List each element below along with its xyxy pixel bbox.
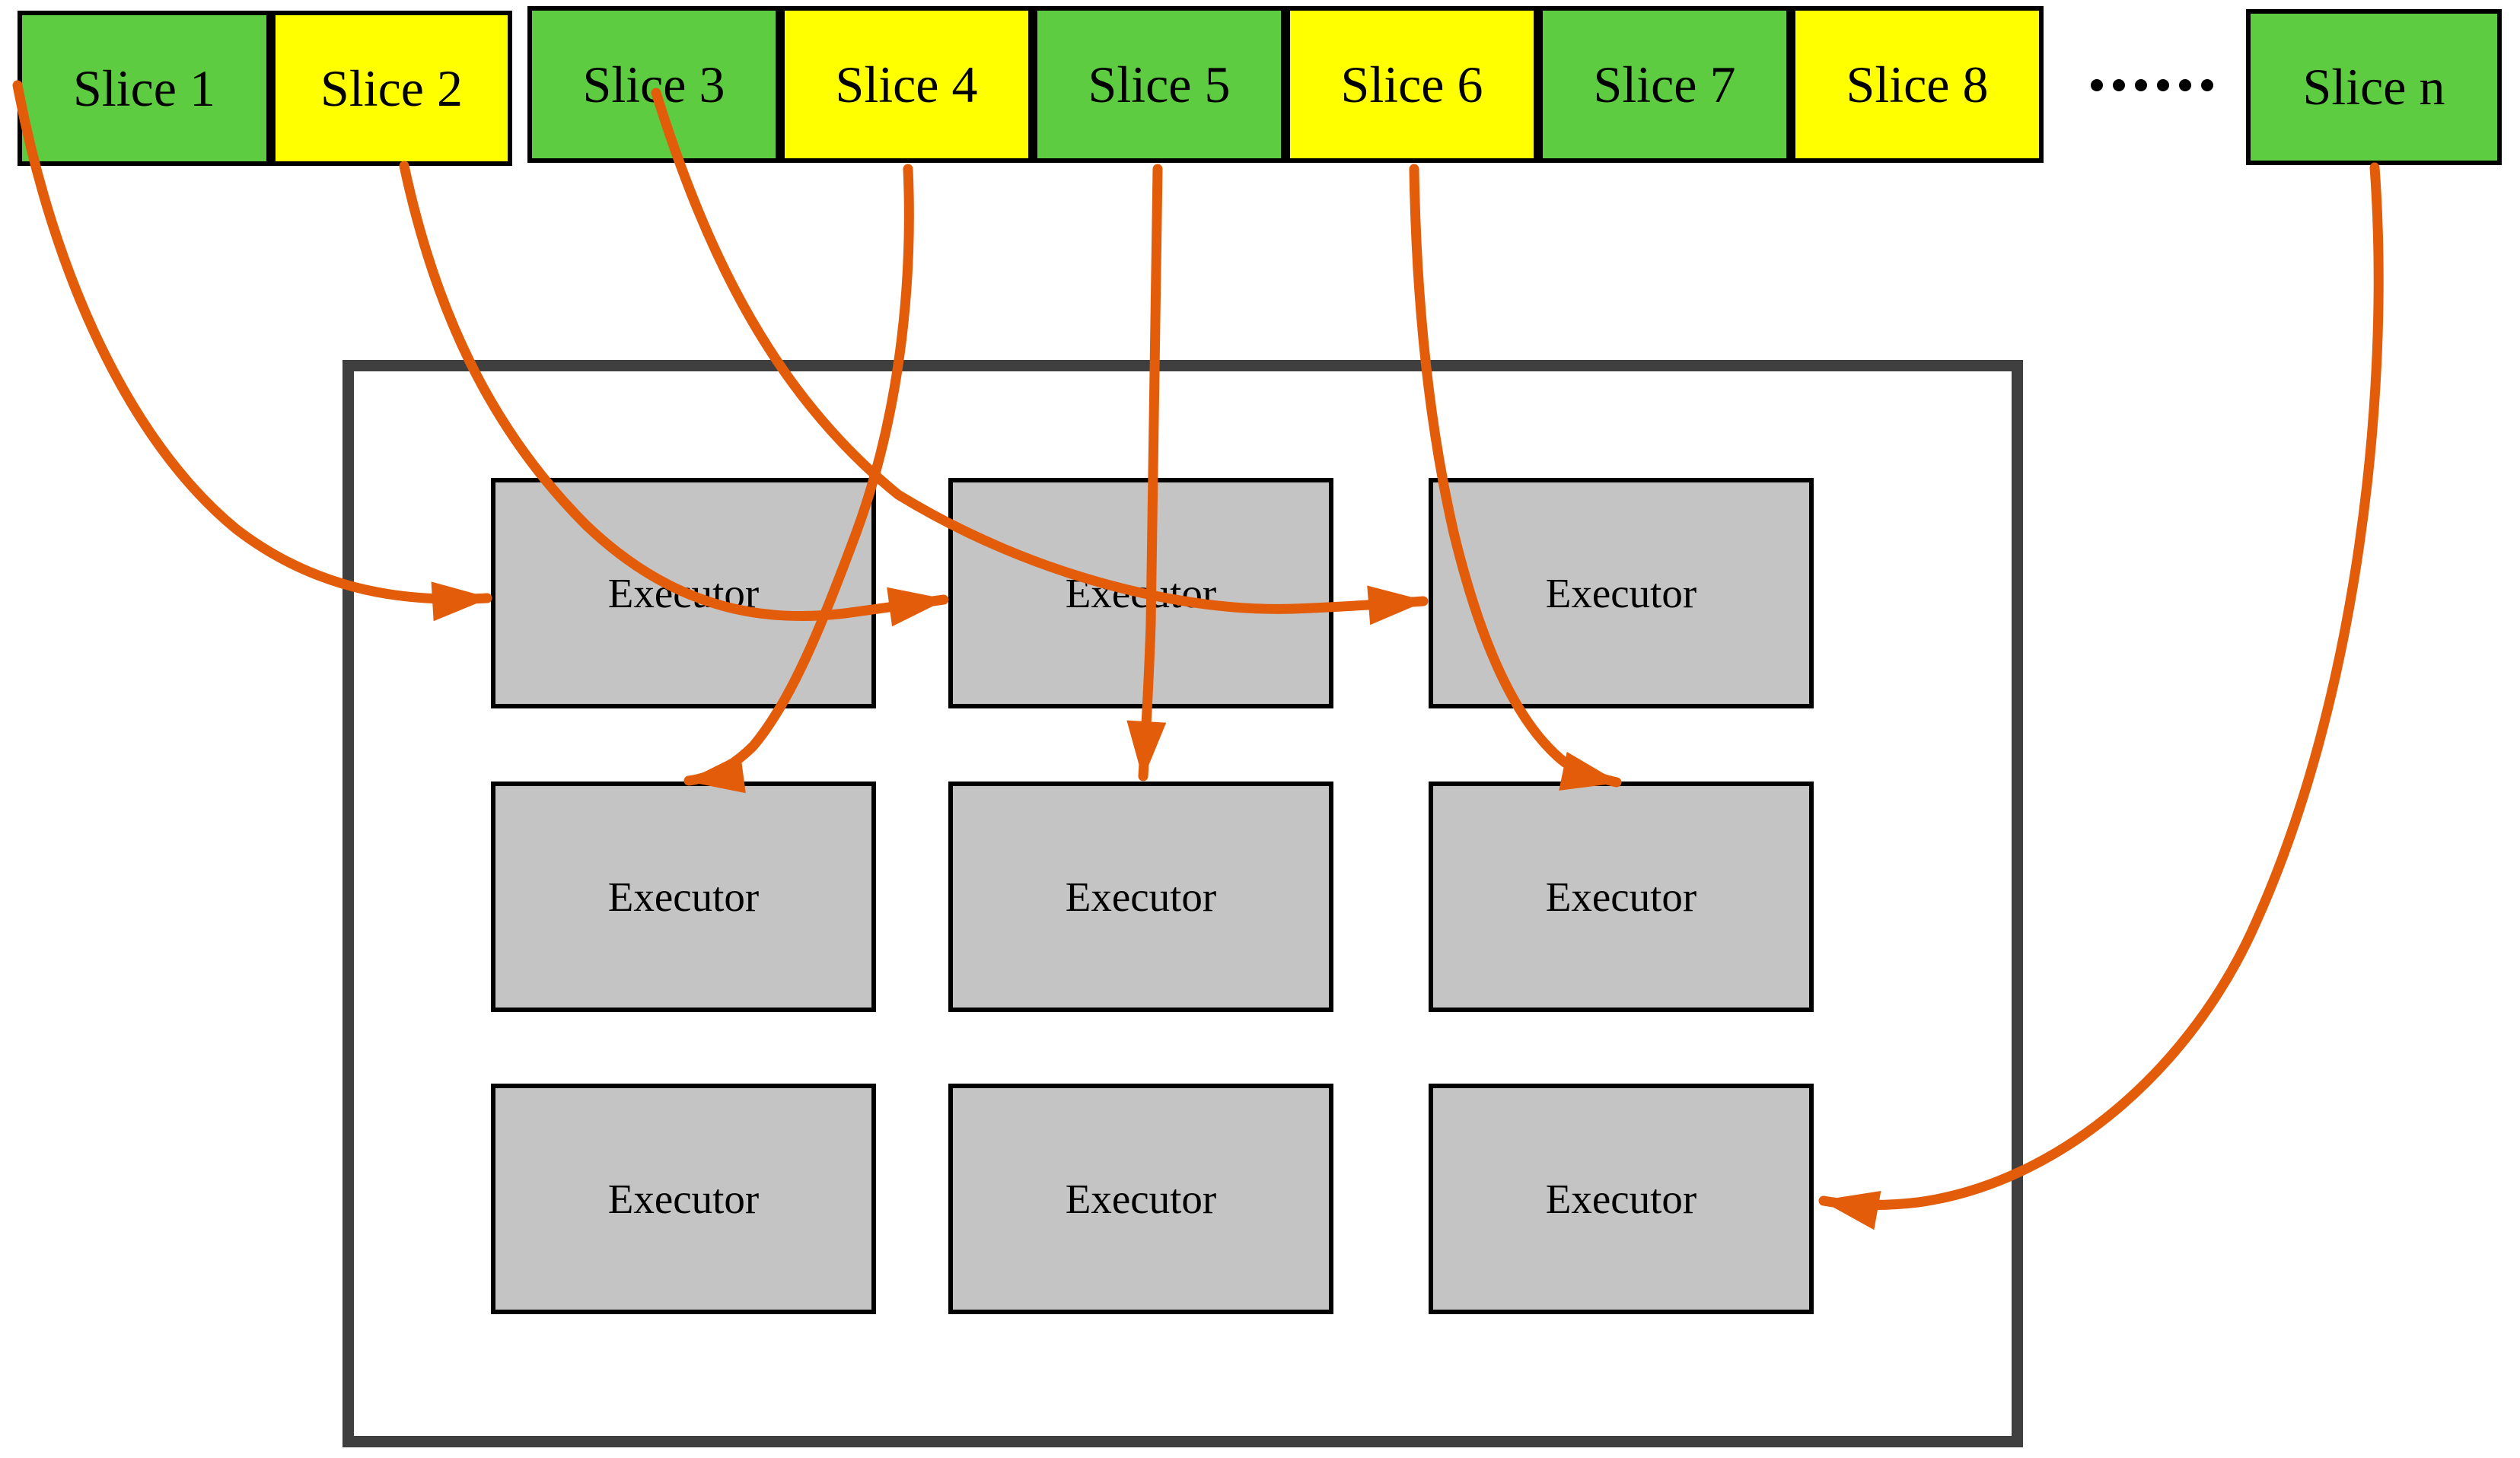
slice-3-label: Slice 3	[582, 55, 725, 113]
slice-3: Slice 3	[527, 6, 780, 163]
ellipsis-dot	[2201, 79, 2213, 91]
slice-n: Slice n	[2246, 9, 2502, 165]
executor-r2c1-label: Executor	[607, 874, 760, 920]
executor-r2c1: Executor	[491, 782, 876, 1012]
executor-r1c2: Executor	[948, 478, 1333, 708]
executor-r2c2-label: Executor	[1065, 874, 1217, 920]
executor-r2c3-label: Executor	[1545, 874, 1697, 920]
slice-2-label: Slice 2	[320, 59, 463, 117]
slice-4: Slice 4	[780, 6, 1033, 163]
slice-6-label: Slice 6	[1340, 55, 1483, 113]
executor-r1c2-label: Executor	[1065, 570, 1217, 616]
slice-n-label: Slice n	[2302, 58, 2445, 116]
executor-r1c1: Executor	[491, 478, 876, 708]
slice-8: Slice 8	[1791, 6, 2044, 163]
executor-r2c2: Executor	[948, 782, 1333, 1012]
executor-r3c2: Executor	[948, 1084, 1333, 1314]
slice-1-label: Slice 1	[73, 59, 215, 117]
executor-r1c1-label: Executor	[607, 570, 760, 616]
ellipsis-dot	[2091, 79, 2103, 91]
ellipsis-dot	[2135, 79, 2147, 91]
slice-5-label: Slice 5	[1088, 55, 1231, 113]
slice-4-label: Slice 4	[835, 55, 978, 113]
ellipsis-dot	[2179, 79, 2191, 91]
slice-8-label: Slice 8	[1846, 55, 1989, 113]
slice-2: Slice 2	[271, 11, 512, 166]
slice-5: Slice 5	[1033, 6, 1285, 163]
ellipsis-dot	[2157, 79, 2169, 91]
slice-7: Slice 7	[1538, 6, 1791, 163]
executor-r3c3: Executor	[1429, 1084, 1814, 1314]
executor-r1c3-label: Executor	[1545, 570, 1697, 616]
slice-7-label: Slice 7	[1593, 55, 1736, 113]
executor-r3c1: Executor	[491, 1084, 876, 1314]
executor-r3c1-label: Executor	[607, 1176, 760, 1222]
executor-r3c3-label: Executor	[1545, 1176, 1697, 1222]
executor-r2c3: Executor	[1429, 782, 1814, 1012]
slice-6: Slice 6	[1285, 6, 1538, 163]
ellipsis-dot	[2113, 79, 2125, 91]
executor-r3c2-label: Executor	[1065, 1176, 1217, 1222]
executor-r1c3: Executor	[1429, 478, 1814, 708]
slice-1: Slice 1	[18, 11, 271, 166]
